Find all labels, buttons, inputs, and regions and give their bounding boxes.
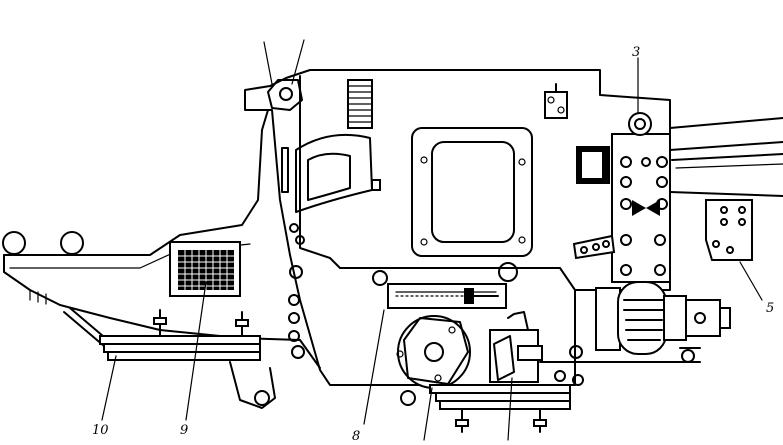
center-spring-stack <box>400 384 571 433</box>
leader-8 <box>363 309 385 425</box>
side-slot <box>281 147 289 193</box>
leader-5 <box>739 261 763 301</box>
right-rail <box>669 117 783 197</box>
screw-plate <box>611 112 671 283</box>
label-5: 5 <box>766 301 774 316</box>
roller-edge <box>289 265 303 279</box>
right-rail-inner <box>675 163 783 169</box>
right-bracket <box>705 199 753 261</box>
hook-hole <box>254 390 270 406</box>
roller-right <box>498 262 518 282</box>
black-block-window <box>582 152 602 178</box>
slider-indicator <box>387 283 507 309</box>
top-bracket <box>267 79 303 111</box>
left-ring-b <box>60 231 84 255</box>
housing-inner-edge <box>299 75 576 291</box>
latch <box>489 311 601 386</box>
left-boom <box>2 109 321 409</box>
leader-lines <box>101 39 763 441</box>
leader-10 <box>101 355 117 421</box>
hook-bracket <box>229 361 276 409</box>
boom-upper-edge <box>3 109 269 256</box>
left-ring-a <box>2 231 26 255</box>
grille-panel <box>169 241 241 297</box>
central-housing <box>244 69 671 433</box>
right-assembly <box>572 112 783 363</box>
boom-lower-edge <box>3 254 321 369</box>
leader-top-a <box>263 41 273 85</box>
motor <box>595 281 731 363</box>
housing-outline <box>244 69 671 386</box>
top-bracket-hole <box>279 87 293 101</box>
label-10: 10 <box>92 423 109 438</box>
roller-left <box>372 270 388 286</box>
leader-top-b <box>291 39 305 85</box>
inspection-panel <box>411 127 533 257</box>
coil <box>347 79 373 129</box>
gear-disc <box>396 315 471 389</box>
leader-bottom-a <box>423 387 433 441</box>
boom-tabs <box>29 289 47 305</box>
label-8: 8 <box>352 429 360 444</box>
link-arm <box>572 234 616 260</box>
label-3: 3 <box>632 45 640 60</box>
shroud-inner <box>307 152 351 201</box>
left-spring-stack <box>99 309 261 361</box>
leader-bottom-b <box>507 377 513 441</box>
leader-9 <box>185 281 207 421</box>
edge-hardware <box>288 223 305 359</box>
shroud-tab <box>371 179 381 191</box>
top-right-bracket <box>544 83 568 119</box>
label-9: 9 <box>180 423 188 438</box>
